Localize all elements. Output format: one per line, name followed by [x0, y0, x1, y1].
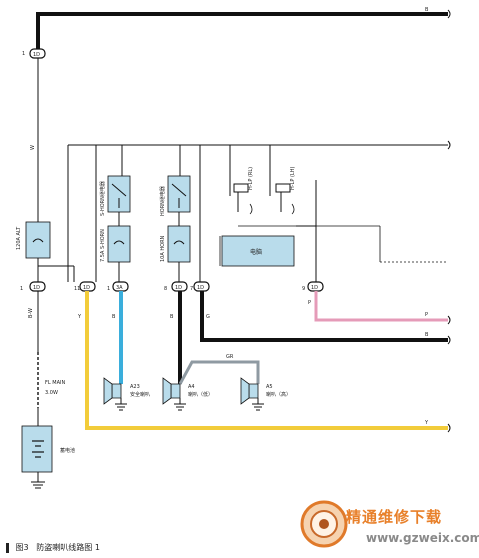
- conn-2-id: 3A: [116, 285, 123, 291]
- fuse-7-5a-s-horn: [107, 225, 131, 263]
- module-switch-1: [229, 180, 249, 212]
- conn-main-id: 1D: [33, 285, 40, 291]
- wire-label-bw: B-W: [28, 308, 34, 318]
- wire-yellow: [85, 291, 448, 430]
- wire-label-g: G: [206, 314, 210, 320]
- wire-label-blue: B: [112, 314, 116, 320]
- conn-4-pin: 7: [190, 286, 193, 292]
- wire-label-b: B: [170, 314, 174, 320]
- wire-label-top: B: [425, 7, 429, 13]
- battery-label: 蓄电池: [60, 447, 75, 454]
- horn-a5: [240, 377, 264, 411]
- fuse-120a-alt: [25, 221, 51, 259]
- conn-3-id: 1D: [175, 285, 182, 291]
- wire-black-right: [200, 291, 448, 342]
- wire-top-bus: [36, 12, 448, 50]
- wire-gray: [178, 360, 260, 385]
- conn-4-id: 1D: [197, 285, 204, 291]
- battery: [21, 425, 53, 473]
- horn-a23: [103, 377, 127, 411]
- horn-a4: [162, 377, 186, 411]
- conn-2-pin: 1: [107, 286, 110, 292]
- horn-a4-id: A4: [188, 384, 195, 390]
- fuse-10a-horn: [167, 225, 191, 263]
- relay-s-horn-label: S-HORN继电器: [99, 181, 106, 216]
- caption-bar: [6, 542, 9, 553]
- ecu-box: [221, 235, 295, 267]
- horn-a5-id: A5: [266, 384, 273, 390]
- wire-label-y2: Y: [424, 420, 429, 426]
- horn-a4-name: 喇叭（低）: [188, 391, 213, 398]
- fuse-horn-label: 10A HORN: [160, 235, 166, 262]
- caption-title: 防盗喇叭线路图 1: [36, 543, 100, 552]
- fuse-120a-label: 120A ALT: [16, 226, 22, 250]
- conn-top-pin: 1: [22, 51, 25, 57]
- relay-horn-label: HORN继电器: [159, 186, 166, 216]
- fuse-s-horn-label: 7.5A S-HORN: [100, 229, 106, 262]
- horn-a23-id: A23: [130, 384, 140, 390]
- module-label-1: H-LP (RL): [248, 167, 254, 190]
- wire-label-p1: P: [308, 300, 311, 306]
- horn-a5-name: 喇叭（高）: [266, 391, 291, 398]
- conn-1-pin: 11: [74, 286, 80, 292]
- watermark: 精通维修下载 www.gzweix.com: [300, 494, 479, 554]
- watermark-url: www.gzweix.com: [366, 531, 479, 545]
- conn-main-pin: 1: [20, 286, 23, 292]
- conn-1-id: 1D: [83, 285, 90, 291]
- watermark-cn: 精通维修下载: [346, 508, 443, 526]
- wire-pink: [314, 291, 448, 322]
- horn-a23-name: 安全喇叭: [130, 391, 150, 398]
- wire-label-gr: GR: [226, 354, 234, 360]
- fl-main-label: FL MAIN: [45, 380, 65, 386]
- conn-top-id: 1D: [33, 52, 40, 58]
- ground-battery: [31, 472, 45, 489]
- wire-label-w: W: [30, 145, 36, 150]
- watermark-logo-icon: [300, 500, 348, 548]
- fl-main-size: 3.0W: [45, 390, 58, 396]
- ecu-label: 电脑: [250, 248, 262, 256]
- conn-5-id: 1D: [311, 285, 318, 291]
- conn-5-pin: 9: [302, 286, 305, 292]
- wire-label-y1: Y: [77, 314, 82, 320]
- figure-caption: 图3 防盗喇叭线路图 1: [6, 542, 100, 553]
- wire-label-b2: B: [425, 332, 429, 338]
- conn-3-pin: 8: [164, 286, 167, 292]
- caption-number: 图3: [15, 543, 29, 552]
- module-switch-2: [269, 180, 291, 212]
- module-label-2: H-LP (LH): [290, 167, 296, 190]
- wire-label-p2: P: [425, 312, 428, 318]
